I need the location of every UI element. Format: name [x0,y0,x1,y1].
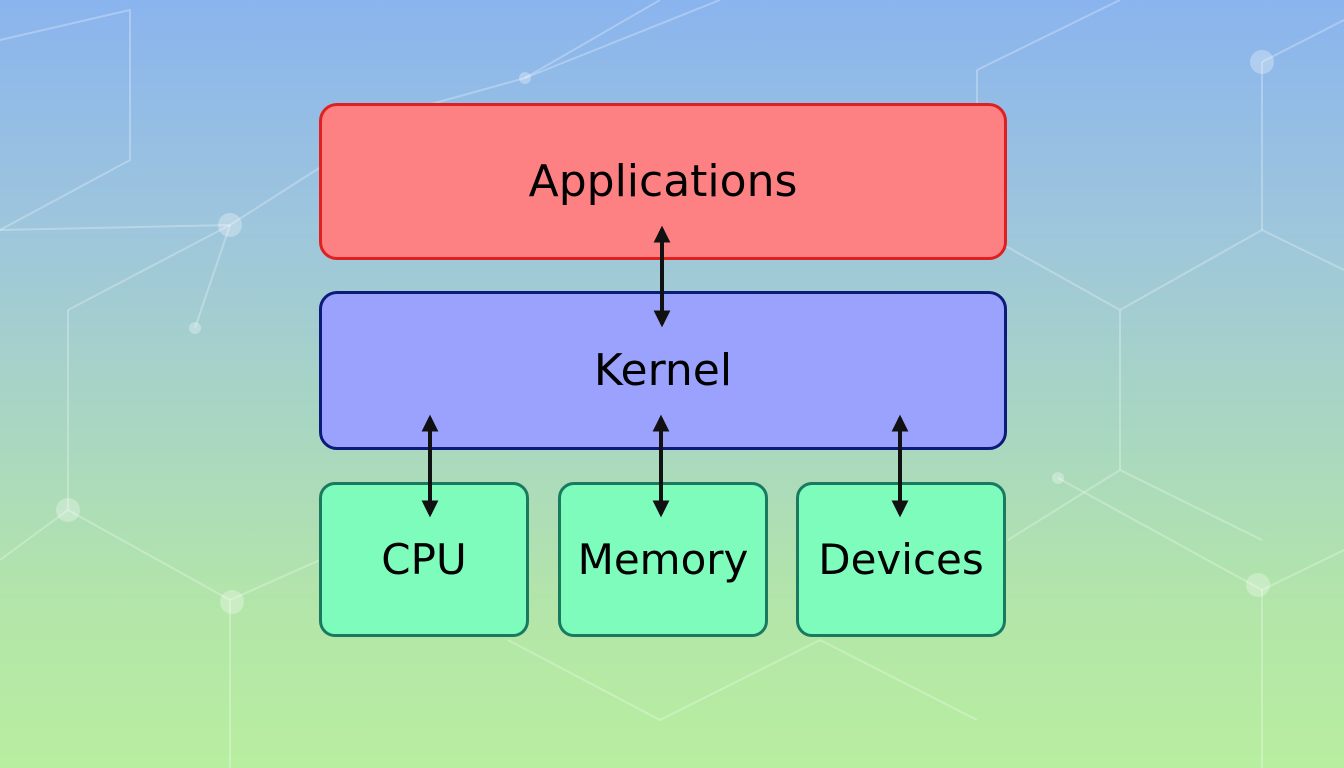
kernel-label: Kernel [593,345,733,396]
memory-box: Memory [558,482,768,637]
cpu-box: CPU [319,482,529,637]
memory-label: Memory [577,535,749,584]
devices-label: Devices [818,535,984,584]
applications-label: Applications [528,156,798,207]
devices-box: Devices [796,482,1006,637]
cpu-label: CPU [381,535,467,584]
applications-layer: Applications [319,103,1007,260]
kernel-layer: Kernel [319,291,1007,450]
